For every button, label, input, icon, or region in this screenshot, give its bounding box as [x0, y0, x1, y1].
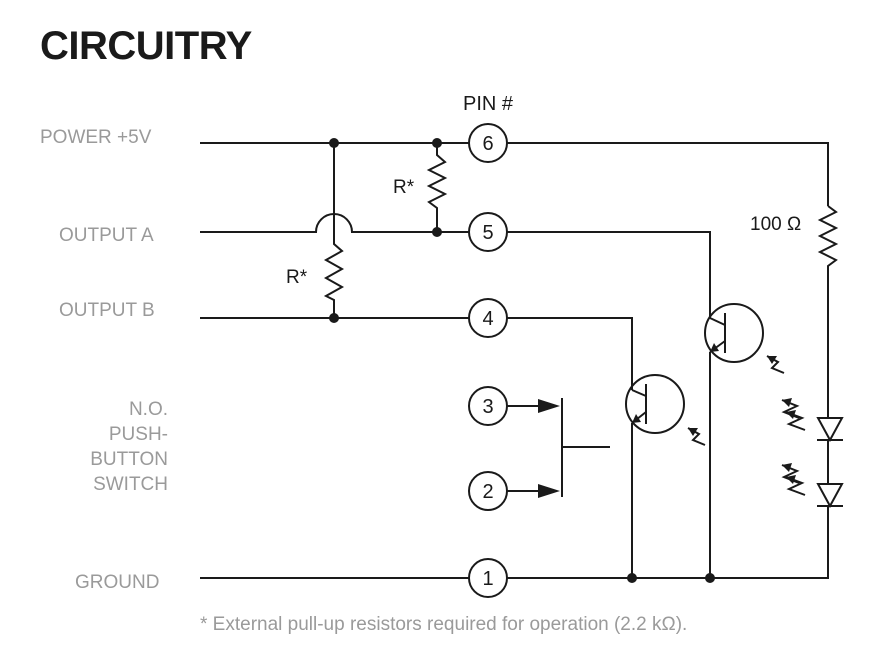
pin-1: 1	[468, 558, 508, 598]
label-switch-line2: PUSH-	[109, 424, 168, 445]
phototransistor-b	[625, 374, 706, 446]
push-button-switch	[507, 398, 610, 498]
svg-text:1: 1	[482, 568, 493, 590]
resistor-led	[817, 205, 839, 418]
footnote: * External pull-up resistors required fo…	[200, 614, 687, 635]
resistor-led-label: 100 Ω	[750, 214, 801, 235]
pin-5: 5	[468, 212, 508, 252]
label-power: POWER +5V	[40, 127, 152, 148]
pin-3: 3	[468, 386, 508, 426]
pin-4: 4	[468, 298, 508, 338]
label-switch-line4: SWITCH	[93, 474, 168, 495]
label-switch-line1: N.O.	[129, 399, 168, 420]
label-output-a: OUTPUT A	[59, 225, 154, 246]
pin-6: 6	[468, 123, 508, 163]
resistor-pullup-a	[426, 143, 448, 232]
svg-text:6: 6	[482, 133, 493, 155]
resistor-pullup-b	[323, 232, 345, 318]
label-ground: GROUND	[75, 572, 159, 593]
pin-header: PIN #	[463, 93, 514, 115]
pin-2: 2	[468, 471, 508, 511]
led-to-ground-wire	[507, 506, 829, 579]
led-1	[816, 417, 844, 443]
light-emission-icon	[781, 463, 806, 496]
label-switch-line3: BUTTON	[90, 449, 168, 470]
junction-dot	[705, 573, 715, 583]
svg-text:3: 3	[482, 396, 493, 418]
resistor-pullup-a-label: R*	[393, 177, 415, 198]
phototransistor-a	[704, 300, 785, 374]
svg-text:4: 4	[482, 308, 493, 330]
output-a-to-transistor	[507, 231, 711, 300]
resistor-pullup-b-label: R*	[286, 267, 308, 288]
svg-text:2: 2	[482, 481, 493, 503]
light-emission-icon	[781, 398, 806, 431]
output-b-to-transistor	[507, 317, 633, 380]
page-title: CIRCUITRY	[40, 24, 252, 68]
svg-text:5: 5	[482, 222, 493, 244]
led-2	[816, 483, 844, 509]
label-output-b: OUTPUT B	[59, 300, 155, 321]
junction-dot	[627, 573, 637, 583]
power-wire-to-resistor	[507, 142, 829, 206]
